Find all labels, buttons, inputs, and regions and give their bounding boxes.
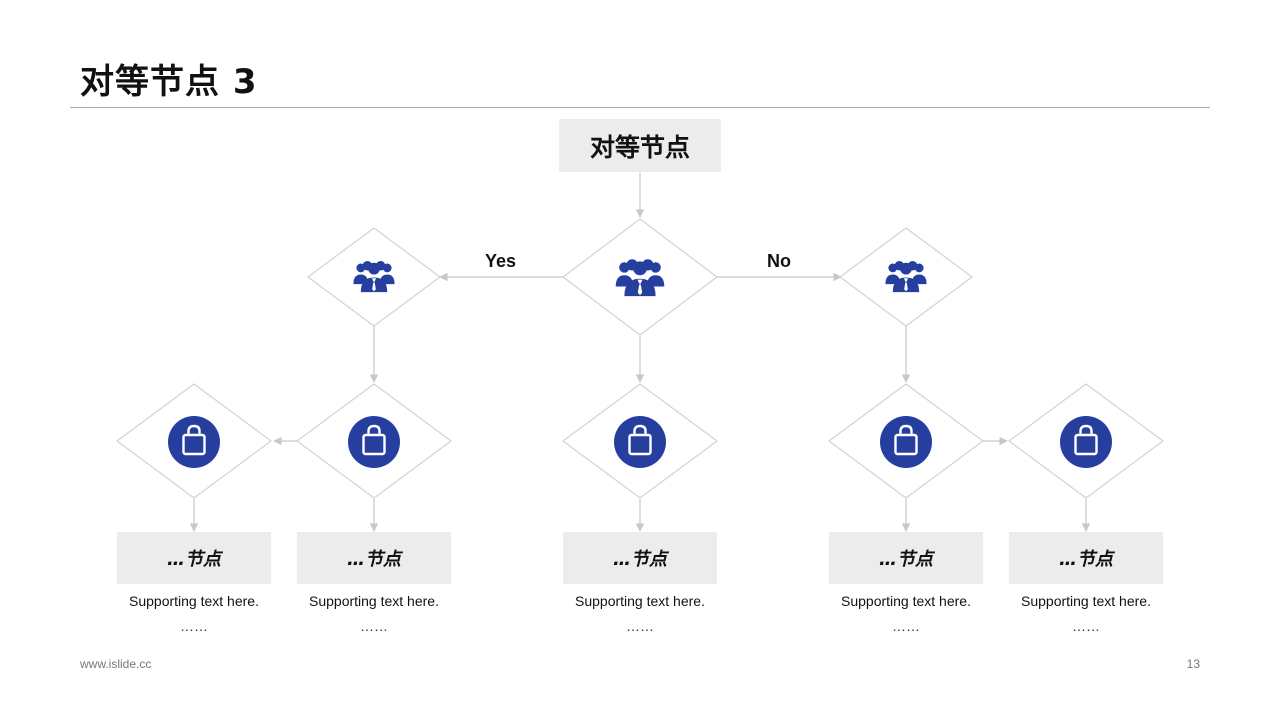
page-title: 对等节点 3 (80, 62, 258, 102)
node-label-4: …节点 (829, 532, 983, 584)
shopping-bag-icon (880, 416, 932, 468)
supporting-text-5: Supporting text here. (1021, 593, 1151, 609)
supporting-text-2: Supporting text here. (309, 593, 439, 609)
page-number: 13 (1186, 657, 1200, 671)
node-label-5: …节点 (1009, 532, 1163, 584)
ellipsis-3: …… (626, 618, 654, 634)
yes-branch-label: Yes (485, 251, 517, 271)
node-label-3: …节点 (563, 532, 717, 584)
shopping-bag-icon (168, 416, 220, 468)
decision-diamond-center (562, 218, 718, 336)
no-branch-label: No (767, 251, 791, 271)
node-label-2: …节点 (297, 532, 451, 584)
shopping-bag-icon (348, 416, 400, 468)
ellipsis-1: …… (180, 618, 208, 634)
title-divider (70, 107, 1210, 108)
footer-url: www.islide.cc (80, 657, 152, 671)
decision-diamond-right (838, 227, 974, 327)
ellipsis-4: …… (892, 618, 920, 634)
ellipsis-5: …… (1072, 618, 1100, 634)
supporting-text-4: Supporting text here. (841, 593, 971, 609)
node-label-1: …节点 (117, 532, 271, 584)
supporting-text-1: Supporting text here. (129, 593, 259, 609)
shopping-bag-icon (1060, 416, 1112, 468)
root-node: 对等节点 (559, 119, 721, 172)
shopping-bag-icon (614, 416, 666, 468)
supporting-text-3: Supporting text here. (575, 593, 705, 609)
ellipsis-2: …… (360, 618, 388, 634)
decision-diamond-left (306, 227, 442, 327)
